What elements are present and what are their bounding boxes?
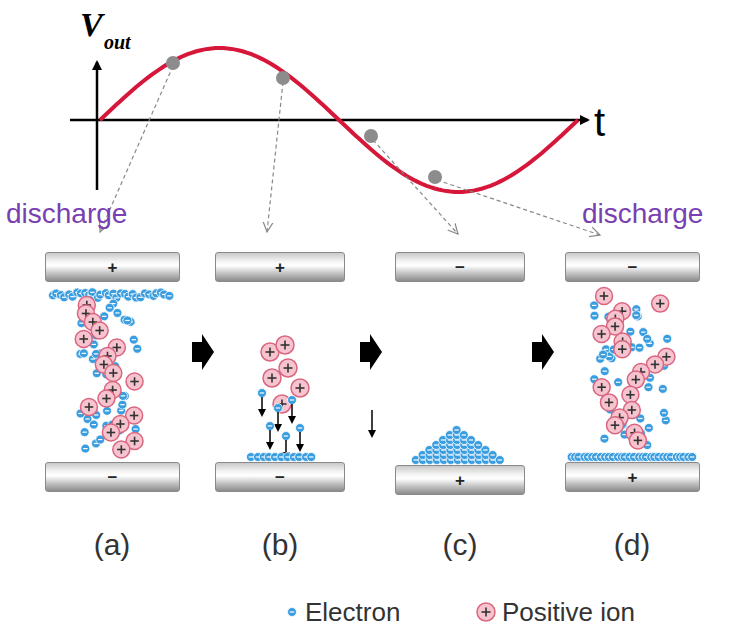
polarity-sign: − — [628, 259, 638, 276]
polarity-sign: − — [108, 469, 118, 486]
electrode: − — [215, 462, 345, 492]
electrode: − — [395, 252, 525, 282]
polarity-sign: + — [108, 259, 118, 276]
drift-arrow — [371, 410, 373, 436]
sample-points — [166, 56, 442, 184]
legend-text: Positive ion — [502, 599, 635, 625]
v-axis — [96, 62, 99, 190]
leader-arrows — [100, 66, 600, 235]
polarity-sign: + — [628, 469, 638, 486]
sine-curve — [100, 48, 578, 192]
electrode: + — [45, 252, 180, 282]
axis-label: V — [80, 8, 103, 42]
t-axis — [70, 119, 588, 122]
panel-label: (b) — [262, 530, 299, 560]
particles — [48, 288, 696, 465]
axis-subscript: out — [104, 32, 131, 52]
panel-label: (d) — [614, 530, 651, 560]
electrode: + — [215, 252, 345, 282]
step-arrows — [192, 334, 554, 370]
polarity-sign: + — [455, 472, 465, 489]
discharge-label: discharge — [582, 200, 703, 228]
polarity-sign: − — [455, 259, 465, 276]
electrode: − — [565, 252, 700, 282]
electrode: + — [565, 462, 700, 492]
panel-label: (a) — [94, 530, 131, 560]
axis-label: t — [594, 102, 605, 142]
legend-text: Electron — [305, 599, 400, 625]
polarity-sign: − — [275, 469, 285, 486]
electrode: − — [45, 462, 180, 492]
electrode: + — [395, 465, 525, 495]
polarity-sign: + — [275, 259, 285, 276]
discharge-label: discharge — [6, 200, 127, 228]
panel-label: (c) — [443, 530, 478, 560]
